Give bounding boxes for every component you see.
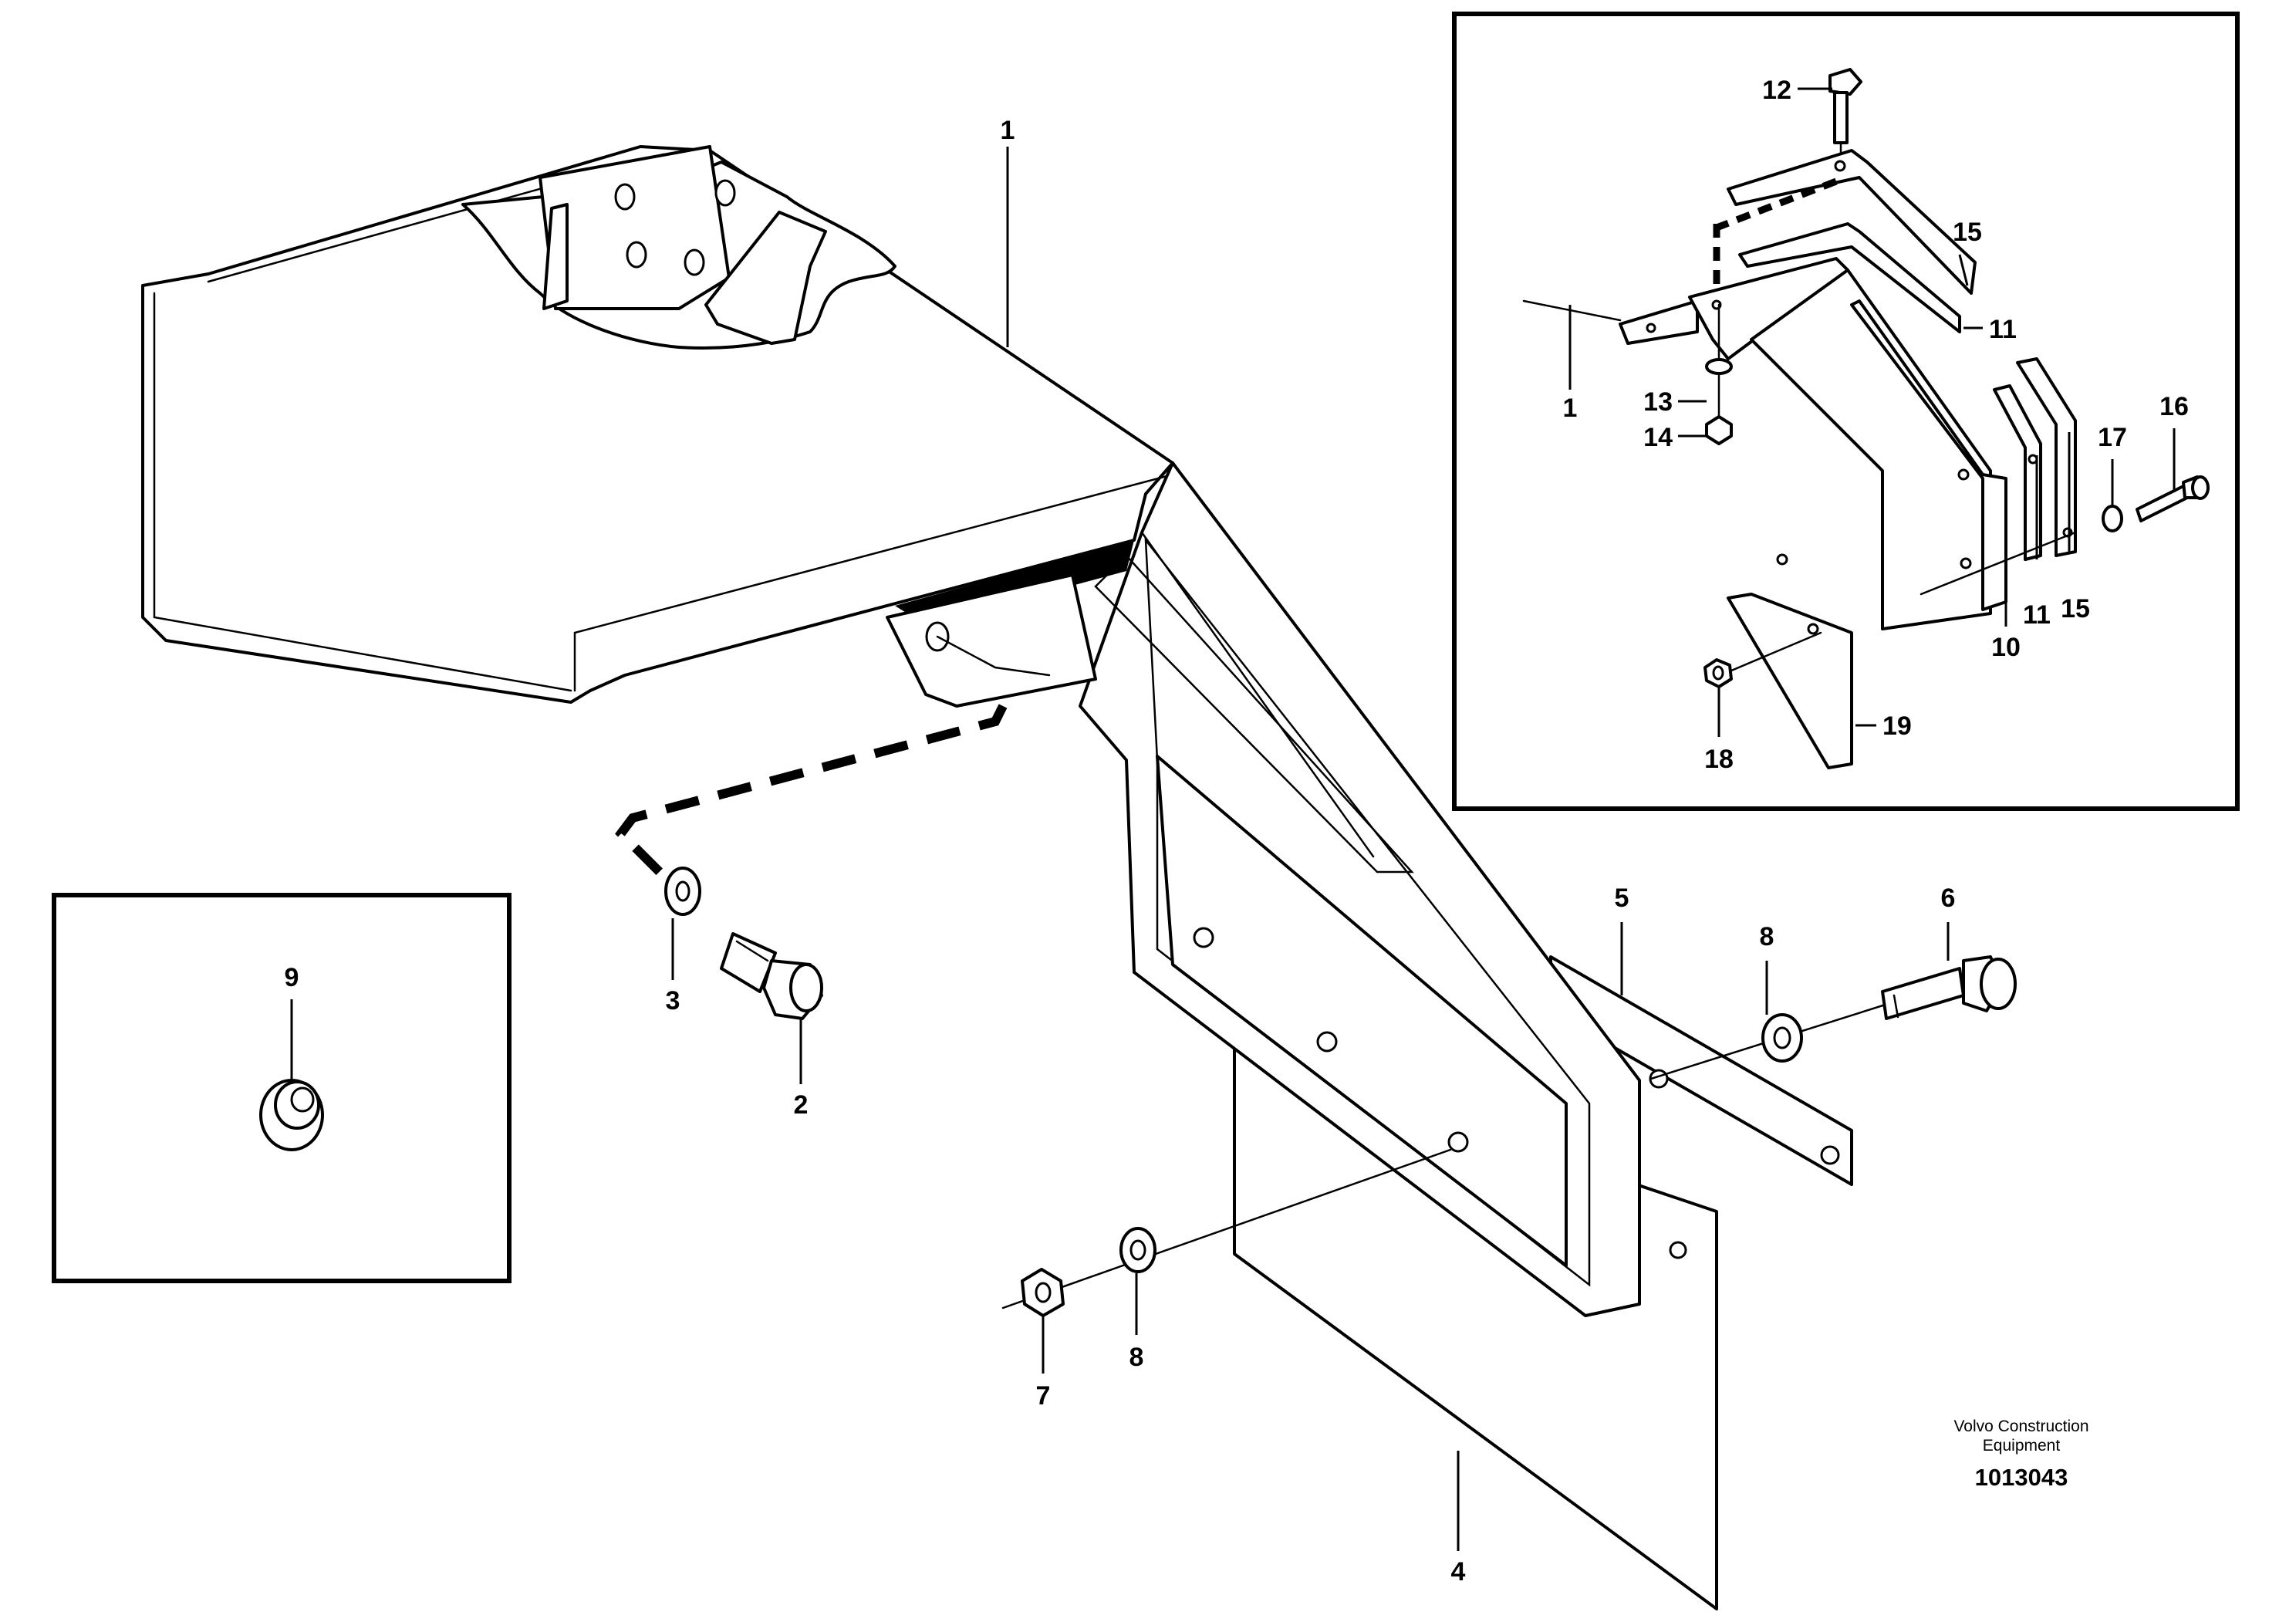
nut-18 xyxy=(1703,658,1733,688)
callout-16: 16 xyxy=(2159,392,2189,421)
bracket-15-upper xyxy=(1727,149,1977,295)
plate-10 xyxy=(1750,269,1992,630)
grommet-9 xyxy=(259,1079,324,1151)
washer-8-lower xyxy=(1119,1227,1156,1273)
drawing-footer: Volvo Construction Equipment 1013043 xyxy=(1953,1418,2088,1491)
washer-17 xyxy=(2102,505,2123,532)
callout-1-inset: 1 xyxy=(1563,394,1578,423)
strip-15-lower xyxy=(2016,357,2077,557)
leader-lines xyxy=(290,87,2176,1551)
nut-7 xyxy=(1021,1268,1065,1317)
brand-line-1: Volvo Construction xyxy=(1953,1418,2088,1435)
callout-10: 10 xyxy=(1991,633,2021,662)
callout-8-lower: 8 xyxy=(1129,1343,1144,1372)
callout-2: 2 xyxy=(794,1090,809,1120)
callout-6: 6 xyxy=(1941,884,1956,913)
callout-17: 17 xyxy=(2098,423,2127,452)
callout-18: 18 xyxy=(1704,745,1734,774)
callout-15-upper: 15 xyxy=(1953,218,1982,247)
callout-4: 4 xyxy=(1451,1557,1466,1587)
bracket-1-detail xyxy=(1619,299,1699,345)
brand-line-2: Equipment xyxy=(1983,1437,2061,1455)
callout-13: 13 xyxy=(1643,387,1673,417)
callout-5: 5 xyxy=(1615,884,1629,913)
callout-11-upper: 11 xyxy=(1989,315,2017,344)
callout-14: 14 xyxy=(1643,423,1673,452)
washer-8-upper xyxy=(1761,1013,1803,1063)
bracket-11-upper xyxy=(1738,222,1961,333)
washer-3 xyxy=(664,867,701,916)
bolt-16 xyxy=(2136,475,2210,522)
callout-labels: 1 3 2 4 5 6 8 7 8 9 12 15 11 1 13 14 10 … xyxy=(285,76,2189,1587)
washer-13 xyxy=(1705,358,1733,375)
nut-14 xyxy=(1705,415,1733,445)
strip-11-lower xyxy=(1993,384,2042,561)
callout-11-lower: 11 xyxy=(2023,600,2051,630)
callout-8-upper: 8 xyxy=(1760,922,1774,951)
callout-9: 9 xyxy=(285,963,299,992)
drawing-number: 1013043 xyxy=(1975,1464,2068,1491)
bolt-6 xyxy=(1881,955,2017,1020)
fender-assembly xyxy=(141,145,1853,1610)
callout-3: 3 xyxy=(666,986,680,1015)
assembly-path-dashed xyxy=(615,704,1008,880)
callout-19: 19 xyxy=(1882,711,1912,741)
callout-1-main: 1 xyxy=(1001,116,1015,145)
lower-tab xyxy=(886,573,1097,708)
inset-detail-parts xyxy=(1522,68,2210,769)
plate-19 xyxy=(1727,593,1853,769)
callout-15-lower: 15 xyxy=(2061,594,2090,623)
bolt-2 xyxy=(720,932,823,1020)
callout-12: 12 xyxy=(1762,76,1791,105)
callout-7: 7 xyxy=(1036,1381,1051,1411)
